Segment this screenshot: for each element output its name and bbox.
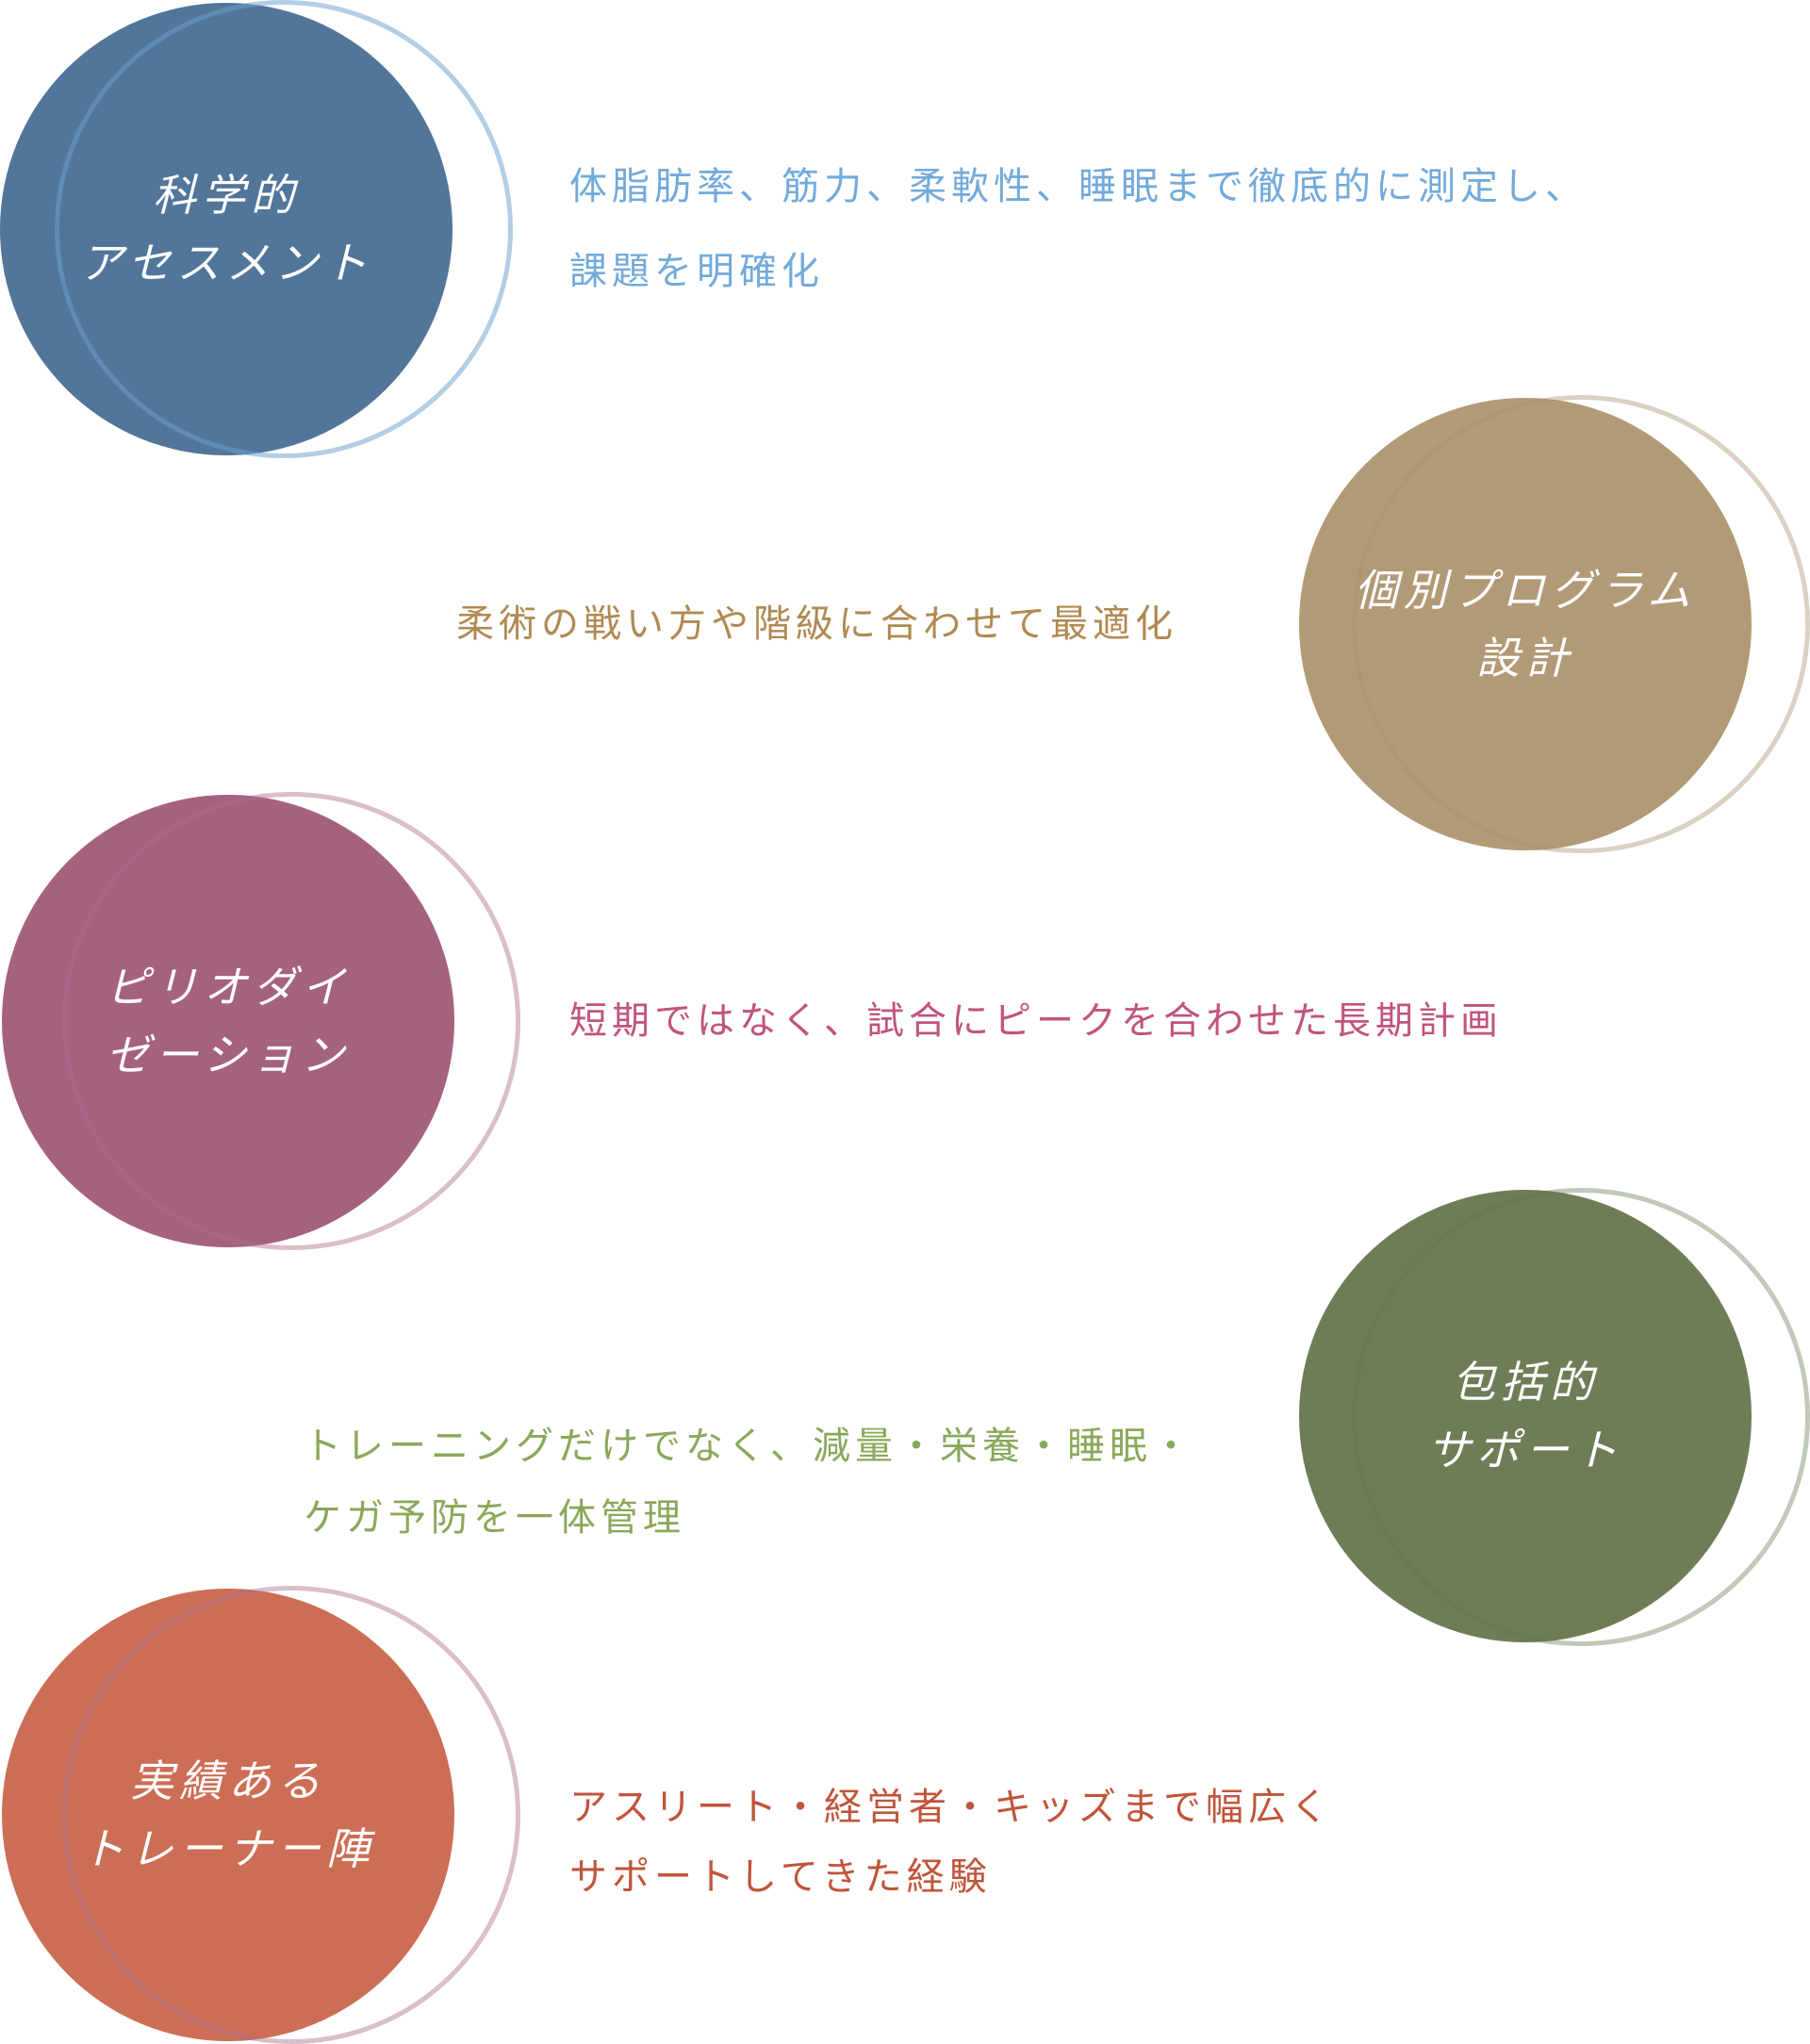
feature-description: 柔術の戦い方や階級に合わせて最適化 — [456, 602, 1177, 646]
feature-circle: 科学的 アセスメント — [0, 3, 452, 455]
feature-title: ピリオダイ ゼーション — [106, 962, 351, 1080]
feature-description: トレーニングだけでなく、減量・栄養・睡眠・ ケガ予防を一体管理 — [304, 1425, 1194, 1540]
feature-description: アスリート・経営者・キッズまで幅広く サポートしてきた経験 — [569, 1786, 1333, 1899]
feature-title: 包括的 サポート — [1427, 1357, 1623, 1475]
feature-title: 個別プログラム 設計 — [1354, 565, 1697, 684]
feature-circle: 個別プログラム 設計 — [1299, 398, 1752, 850]
feature-description: 体脂肪率、筋力、柔軟性、睡眠まで徹底的に測定し、 課題を明確化 — [569, 165, 1588, 293]
feature-circle: ピリオダイ ゼーション — [2, 795, 454, 1247]
feature-circle: 包括的 サポート — [1299, 1190, 1752, 1642]
feature-title: 科学的 アセスメント — [79, 170, 373, 288]
feature-circle: 実績ある トレーナー陣 — [2, 1589, 454, 2041]
feature-description: 短期ではなく、試合にピークを合わせた長期計画 — [569, 999, 1503, 1043]
feature-title: 実績ある トレーナー陣 — [81, 1756, 375, 1874]
